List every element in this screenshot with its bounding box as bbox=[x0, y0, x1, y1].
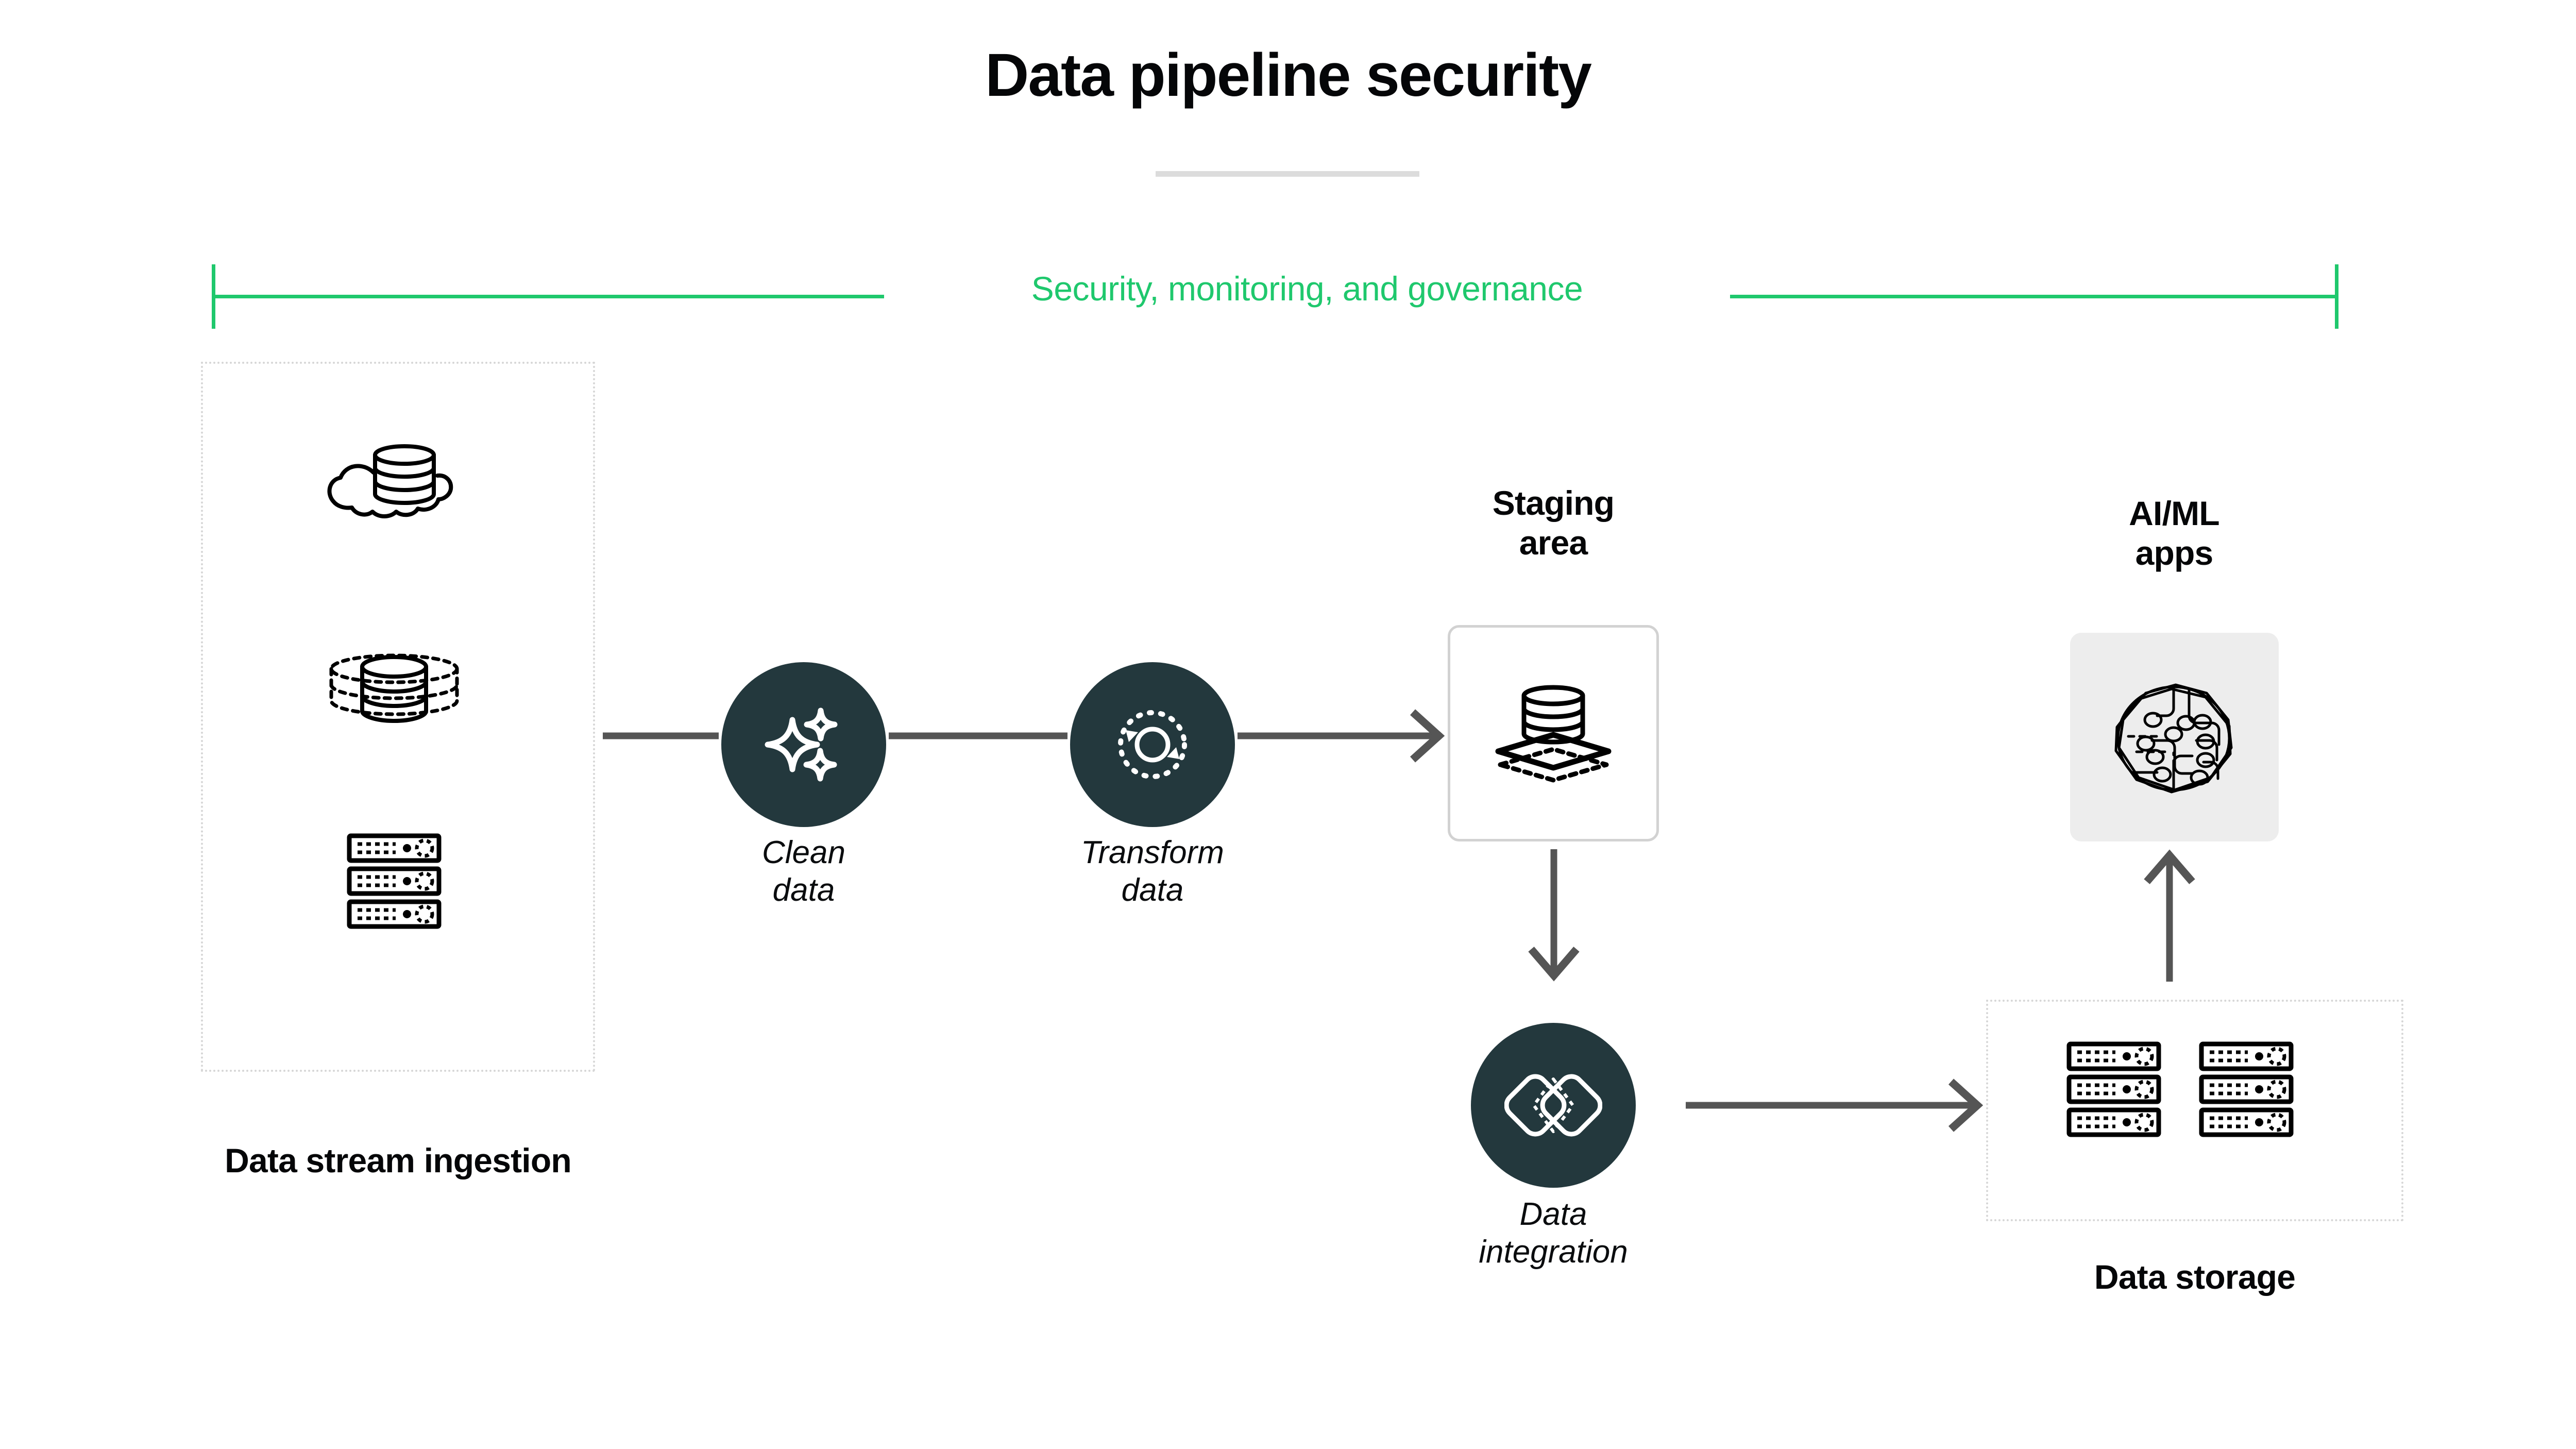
transform-data-label-line1: Transform bbox=[1081, 835, 1224, 870]
server-rack-icon bbox=[2066, 1041, 2161, 1137]
aiml-apps-label: AI/ML apps bbox=[2056, 494, 2293, 573]
data-storage-container bbox=[1986, 1000, 2403, 1221]
database-on-layers-icon bbox=[1495, 685, 1612, 783]
staging-area-label: Staging area bbox=[1437, 483, 1669, 563]
data-integration-node[interactable] bbox=[1471, 1023, 1636, 1188]
aiml-apps-label-line2: apps bbox=[2135, 534, 2214, 572]
sparkle-icon bbox=[765, 707, 838, 782]
governance-bracket-left-line bbox=[212, 295, 884, 298]
clean-data-node[interactable] bbox=[721, 662, 886, 827]
data-integration-label-line2: integration bbox=[1479, 1234, 1628, 1270]
transform-cycle-icon bbox=[1118, 710, 1187, 779]
server-rack-icon bbox=[2199, 1041, 2294, 1137]
arrow-transform-to-staging-head bbox=[1410, 709, 1445, 763]
database-cylinder-icon bbox=[329, 653, 459, 723]
staging-area-label-line2: area bbox=[1519, 524, 1588, 562]
data-stream-ingestion-label: Data stream ingestion bbox=[225, 1141, 572, 1180]
aiml-apps-box[interactable] bbox=[2070, 633, 2279, 841]
neural-brain-icon bbox=[2114, 683, 2232, 793]
clean-data-label-line1: Clean bbox=[762, 835, 845, 870]
transform-data-label: Transform data bbox=[1008, 834, 1297, 909]
page-title: Data pipeline security bbox=[985, 41, 1592, 109]
staging-area-box[interactable] bbox=[1448, 625, 1659, 841]
overlapping-diamonds-icon bbox=[1504, 1074, 1602, 1137]
arrow-storage-to-aiml-head bbox=[2144, 849, 2195, 884]
arrow-integration-to-storage-head bbox=[1948, 1079, 1984, 1132]
server-rack-icon bbox=[347, 833, 442, 929]
data-stream-ingestion-container bbox=[201, 362, 595, 1072]
governance-bracket-right-line bbox=[1730, 295, 2338, 298]
staging-area-label-line1: Staging bbox=[1492, 484, 1615, 522]
title-divider bbox=[1156, 171, 1419, 177]
transform-data-label-line2: data bbox=[1121, 872, 1184, 908]
data-integration-label-line1: Data bbox=[1519, 1197, 1587, 1232]
aiml-apps-label-line1: AI/ML bbox=[2129, 494, 2219, 532]
clean-data-label: Clean data bbox=[659, 834, 948, 909]
clean-data-label-line2: data bbox=[772, 872, 835, 908]
governance-label: Security, monitoring, and governance bbox=[1031, 269, 1583, 308]
arrow-staging-to-integration-head bbox=[1528, 947, 1580, 982]
cloud-database-icon bbox=[327, 444, 453, 518]
data-integration-label: Data integration bbox=[1399, 1195, 1708, 1271]
data-storage-label: Data storage bbox=[2094, 1258, 2296, 1296]
transform-data-node[interactable] bbox=[1070, 662, 1235, 827]
